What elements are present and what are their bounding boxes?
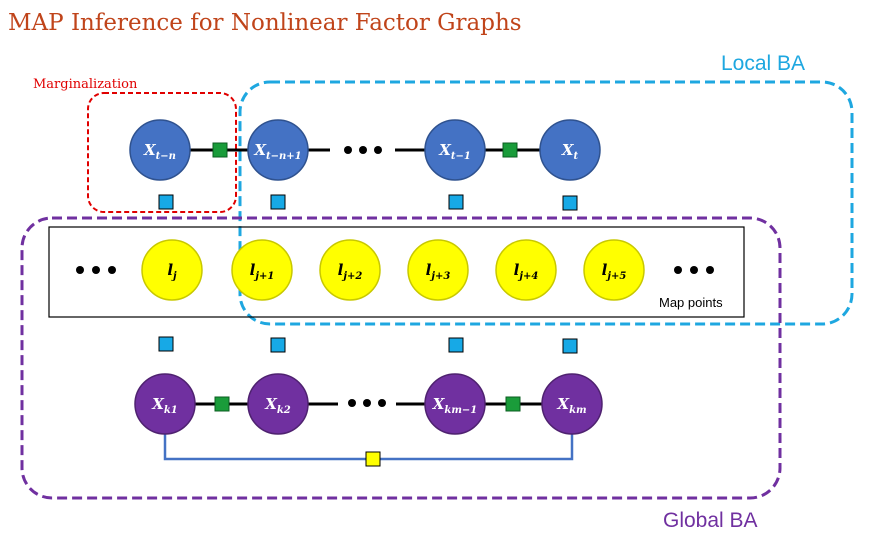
- global-ba-label: Global BA: [663, 509, 758, 532]
- svg-text:lj+1: lj+1: [250, 261, 275, 282]
- svg-text:lj: lj: [167, 261, 177, 282]
- svg-text:Xkm−1: Xkm−1: [432, 395, 478, 416]
- local-ba-label: Local BA: [721, 52, 805, 75]
- pose-node-top-2: Xt−n+1: [247, 119, 309, 181]
- diagram-title: MAP Inference for Nonlinear Factor Graph…: [8, 10, 522, 36]
- factor-observation-bottom-4: [562, 338, 578, 354]
- landmark-4-sub: j+3: [429, 271, 450, 282]
- landmark-2-main: l: [250, 261, 256, 279]
- factor-observation-top-4: [562, 195, 578, 211]
- pose-node-top-4: Xt: [539, 119, 601, 181]
- svg-text:Xt−n: Xt−n: [143, 141, 176, 162]
- landmark-node-6: lj+5: [583, 239, 645, 301]
- map-points-box: [48, 226, 745, 318]
- factor-loop-closure: [365, 451, 381, 467]
- factor-observation-top-2: [270, 194, 286, 210]
- pose-bottom-1-sub: k1: [164, 405, 178, 416]
- pose-node-top-3: Xt−1: [424, 119, 486, 181]
- landmark-node-3: lj+2: [319, 239, 381, 301]
- pose-node-bottom-2: Xk2: [247, 373, 309, 435]
- landmark-6-main: l: [602, 261, 608, 279]
- pose-top-1-main: X: [143, 141, 157, 159]
- pose-top-2-main: X: [253, 141, 267, 159]
- svg-text:Xkm: Xkm: [556, 395, 586, 416]
- marginalization-label: Marginalization: [33, 77, 138, 92]
- landmark-6-sub: j+5: [605, 271, 626, 282]
- svg-text:Xk1: Xk1: [151, 395, 178, 416]
- landmark-node-2: lj+1: [231, 239, 293, 301]
- svg-text:Xt: Xt: [561, 141, 579, 162]
- pose-node-bottom-4: Xkm: [541, 373, 603, 435]
- factor-odometry-bottom-1: [214, 396, 230, 412]
- pose-bottom-1-main: X: [151, 395, 165, 413]
- pose-top-2-sub: t−n+1: [266, 151, 302, 162]
- pose-node-top-1: Xt−n: [129, 119, 191, 181]
- factor-odometry-top-2: [502, 142, 518, 158]
- factor-observation-bottom-3: [448, 337, 464, 353]
- landmark-2-sub: j+1: [253, 271, 274, 282]
- landmark-3-main: l: [338, 261, 344, 279]
- landmark-4-main: l: [426, 261, 432, 279]
- landmark-1-main: l: [167, 261, 173, 279]
- svg-text:lj+2: lj+2: [338, 261, 363, 282]
- local-ba-box: [238, 80, 854, 326]
- landmark-3-sub: j+2: [341, 271, 362, 282]
- pose-bottom-3-sub: km−1: [444, 405, 477, 416]
- ellipsis-top: [344, 146, 382, 154]
- factor-observation-bottom-1: [158, 336, 174, 352]
- pose-top-4-sub: t: [574, 151, 579, 162]
- svg-text:lj+5: lj+5: [602, 261, 627, 282]
- pose-bottom-3-main: X: [432, 395, 446, 413]
- ellipsis-bottom: [348, 399, 386, 407]
- pose-bottom-4-sub: km: [569, 405, 587, 416]
- pose-bottom-4-main: X: [556, 395, 570, 413]
- pose-node-bottom-1: Xk1: [134, 373, 196, 435]
- marginalization-box: [87, 92, 237, 213]
- landmark-5-main: l: [514, 261, 520, 279]
- pose-top-4-main: X: [561, 141, 575, 159]
- factor-observation-top-1: [158, 194, 174, 210]
- svg-text:Xt−n+1: Xt−n+1: [253, 141, 301, 162]
- svg-text:lj+3: lj+3: [426, 261, 451, 282]
- factor-observation-bottom-2: [270, 337, 286, 353]
- landmark-node-4: lj+3: [407, 239, 469, 301]
- landmark-1-sub: j: [171, 271, 177, 282]
- pose-top-1-sub: t−n: [156, 151, 176, 162]
- factor-odometry-top-1: [212, 142, 228, 158]
- landmark-node-1: lj: [141, 239, 203, 301]
- svg-text:Xk2: Xk2: [264, 395, 291, 416]
- pose-top-3-sub: t−1: [451, 151, 471, 162]
- landmark-5-sub: j+4: [517, 271, 538, 282]
- pose-top-3-main: X: [438, 141, 452, 159]
- map-points-label: Map points: [659, 295, 723, 310]
- pose-node-bottom-3: Xkm−1: [424, 373, 486, 435]
- pose-bottom-2-main: X: [264, 395, 278, 413]
- factor-odometry-bottom-2: [505, 396, 521, 412]
- svg-text:Xt−1: Xt−1: [438, 141, 471, 162]
- factor-observation-top-3: [448, 194, 464, 210]
- ellipsis-landmarks-left: [76, 266, 116, 274]
- svg-text:lj+4: lj+4: [514, 261, 539, 282]
- ellipsis-landmarks-right: [674, 266, 714, 274]
- landmark-node-5: lj+4: [495, 239, 557, 301]
- global-ba-box: [20, 216, 782, 500]
- pose-bottom-2-sub: k2: [277, 405, 291, 416]
